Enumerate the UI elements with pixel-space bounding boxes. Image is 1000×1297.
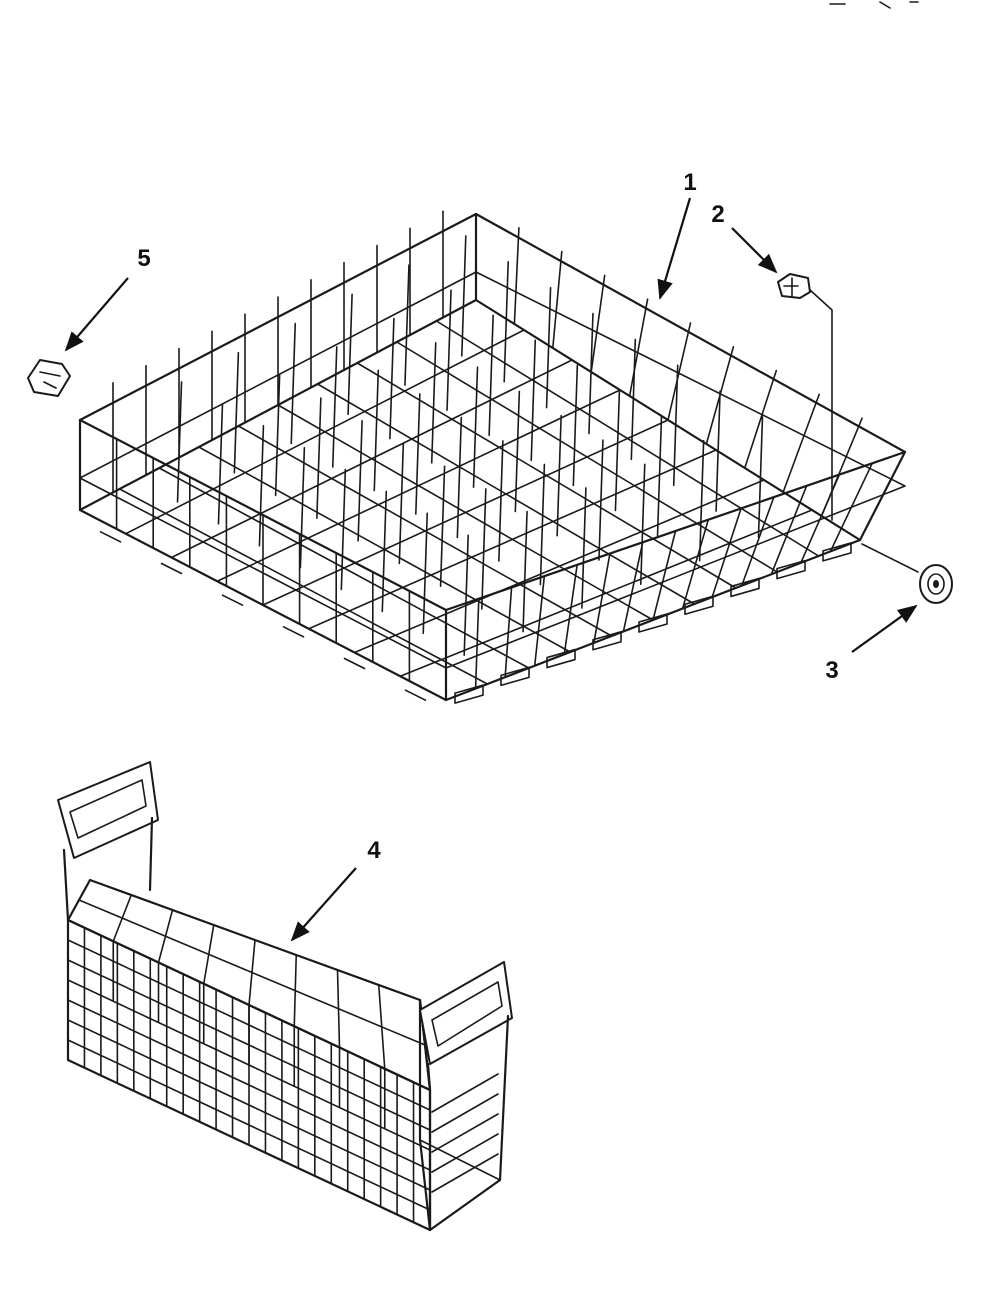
leader-2 <box>731 227 778 274</box>
silverware-basket <box>57 761 513 1232</box>
rack-stop-part-5 <box>27 359 71 397</box>
callout-2: 2 <box>711 201 724 228</box>
leader-lines <box>64 197 918 942</box>
rack-clip-part-2 <box>777 273 833 521</box>
page-edge-mark <box>829 1 919 9</box>
lower-dish-rack <box>78 210 907 704</box>
leader-1 <box>657 197 692 300</box>
callout-5: 5 <box>137 245 150 272</box>
roller-wheel-part-3 <box>861 543 953 604</box>
callout-1: 1 <box>683 169 696 196</box>
leader-4 <box>290 867 357 942</box>
leader-3 <box>851 604 918 653</box>
leader-5 <box>64 277 129 352</box>
callout-4: 4 <box>367 837 381 864</box>
callout-3: 3 <box>825 657 838 684</box>
